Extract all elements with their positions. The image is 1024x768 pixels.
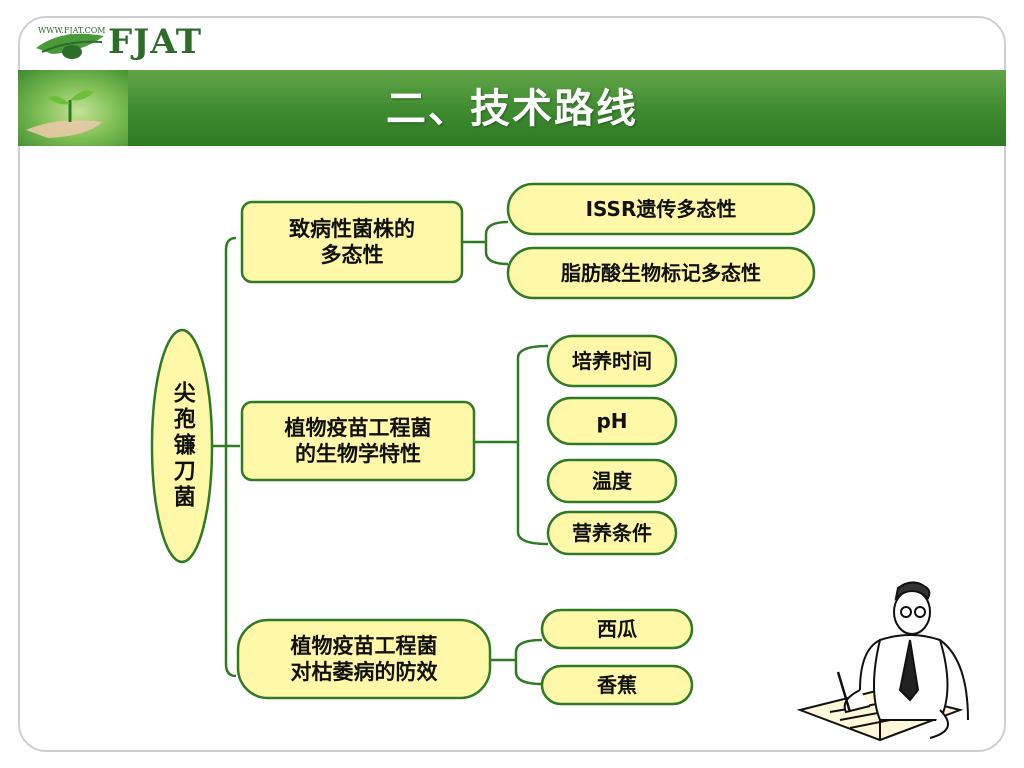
branch-label-1-text: 致病性菌株的 多态性 [289,216,415,267]
page-title: 二、技术路线 [386,86,638,132]
leaf-node-banana [540,664,694,706]
branch-label-2-text: 植物疫苗工程菌 的生物学特性 [284,415,432,466]
leaf-node-issr [506,182,816,236]
root-label: 尖孢镰刀菌 [169,381,195,511]
branch-label-2: 植物疫苗工程菌 的生物学特性 [242,402,474,480]
seedling-hands-image [18,70,128,146]
root-connector [212,236,240,678]
branch-3-connector [490,638,543,686]
scientist-writing-illustration [796,581,969,742]
branch-label-3-text: 植物疫苗工程菌 对枯萎病的防效 [290,633,438,684]
leaf-node-watermelon [540,608,694,650]
logo-site-text: WWW.FJAT.COM [38,26,106,35]
leaf-label-ph: pH [596,408,628,433]
leaf-node-culture-time [546,334,678,388]
leaf-label-temperature: 温度 [592,468,632,493]
leaf-label-watermelon: 西瓜 [597,616,637,641]
leaf-label-banana: 香蕉 [597,672,637,697]
leaf-label-nutrition: 营养条件 [572,520,652,545]
leaf-node-fatty-acid [506,246,816,300]
title-banner [18,70,1006,146]
leaf-label-fatty-acid: 脂肪酸生物标记多态性 [561,260,761,285]
logo-brand-text: FJAT [108,22,203,62]
leaf-logo-icon [36,33,104,59]
branch-label-1: 致病性菌株的 多态性 [242,202,462,282]
leaf-node-nutrition [546,510,678,556]
leaf-label-culture-time: 培养时间 [572,348,652,373]
branch-label-3: 植物疫苗工程菌 对枯萎病的防效 [238,620,490,698]
branch-1-connector [462,220,509,266]
seedling-icon [26,90,102,138]
branch-2-connector [474,344,549,546]
leaf-node-temperature [546,458,678,504]
leaf-node-ph [546,396,678,446]
brand-logo: WWW.FJAT.COM FJAT [32,22,202,66]
leaf-label-issr: ISSR遗传多态性 [585,196,737,221]
